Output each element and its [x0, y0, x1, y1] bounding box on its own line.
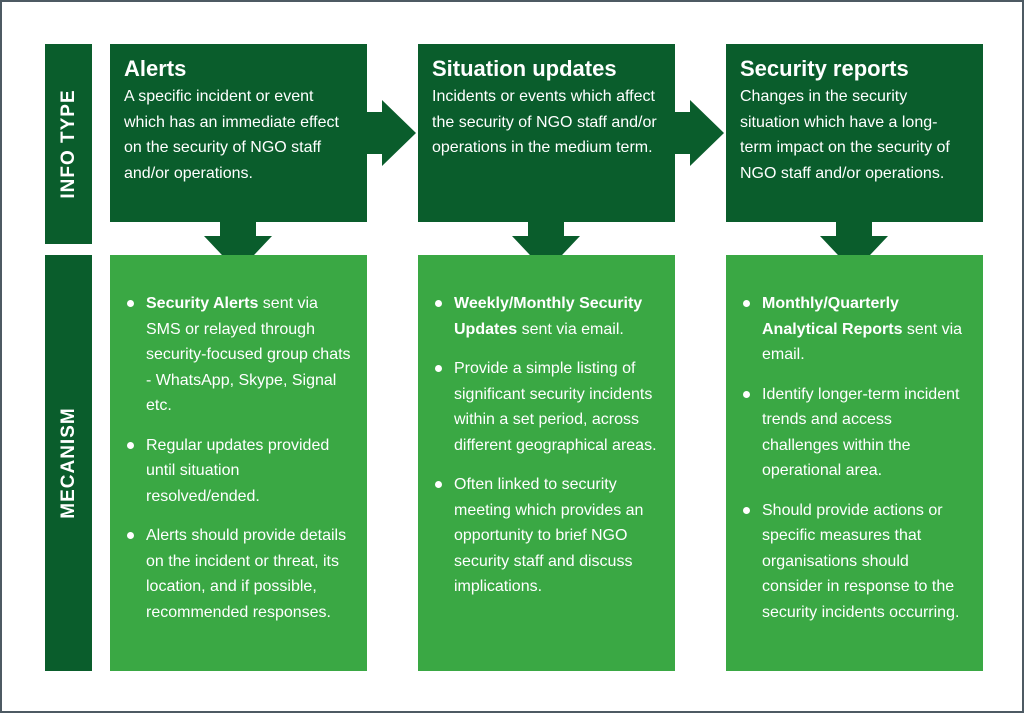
mechanism-item: Security Alerts sent via SMS or relayed … [124, 291, 355, 419]
mechanism-item: Regular updates provided until situation… [124, 433, 355, 510]
mechanism-box-security-reports: Monthly/Quarterly Analytical Reports sen… [726, 255, 983, 671]
mechanism-box-alerts: Security Alerts sent via SMS or relayed … [110, 255, 367, 671]
mechanism-item: Often linked to security meeting which p… [432, 472, 663, 600]
info-description: A specific incident or event which has a… [124, 88, 339, 182]
info-type-bar: INFO TYPE [45, 44, 92, 244]
mechanism-item: Alerts should provide details on the inc… [124, 523, 355, 625]
bullet-icon [743, 300, 750, 307]
right-arrow-2 [675, 100, 724, 166]
bullet-icon [435, 481, 442, 488]
mechanism-item: Monthly/Quarterly Analytical Reports sen… [740, 291, 971, 368]
bullet-icon [127, 300, 134, 307]
info-box-alerts: Alerts A specific incident or event whic… [110, 44, 367, 222]
info-description: Incidents or events which affect the sec… [432, 88, 657, 156]
bullet-icon [743, 390, 750, 398]
mechanism-item: Should provide actions or specific measu… [740, 498, 971, 626]
bullet-icon [435, 300, 442, 307]
info-description: Changes in the security situation which … [740, 88, 950, 182]
mechanism-item: Provide a simple listing of significant … [432, 356, 663, 458]
bullet-icon [435, 365, 442, 372]
right-arrow-1 [367, 100, 416, 166]
info-title: Situation updates [432, 56, 617, 81]
info-box-situation-updates: Situation updates Incidents or events wh… [418, 44, 675, 222]
down-arrow-2 [512, 221, 580, 272]
info-title: Alerts [124, 56, 187, 81]
bullet-icon [743, 506, 750, 514]
info-box-security-reports: Security reports Changes in the security… [726, 44, 983, 222]
down-arrow-3 [820, 221, 888, 272]
mechanism-item: Identify longer-term incident trends and… [740, 382, 971, 484]
bullet-icon [127, 441, 134, 449]
mechanism-bar: MECANISM [45, 255, 92, 671]
bullet-icon [127, 532, 134, 539]
mechanism-item: Weekly/Monthly Security Updates sent via… [432, 291, 663, 342]
info-title: Security reports [740, 56, 909, 81]
mechanism-box-situation-updates: Weekly/Monthly Security Updates sent via… [418, 255, 675, 671]
down-arrow-1 [204, 221, 272, 272]
